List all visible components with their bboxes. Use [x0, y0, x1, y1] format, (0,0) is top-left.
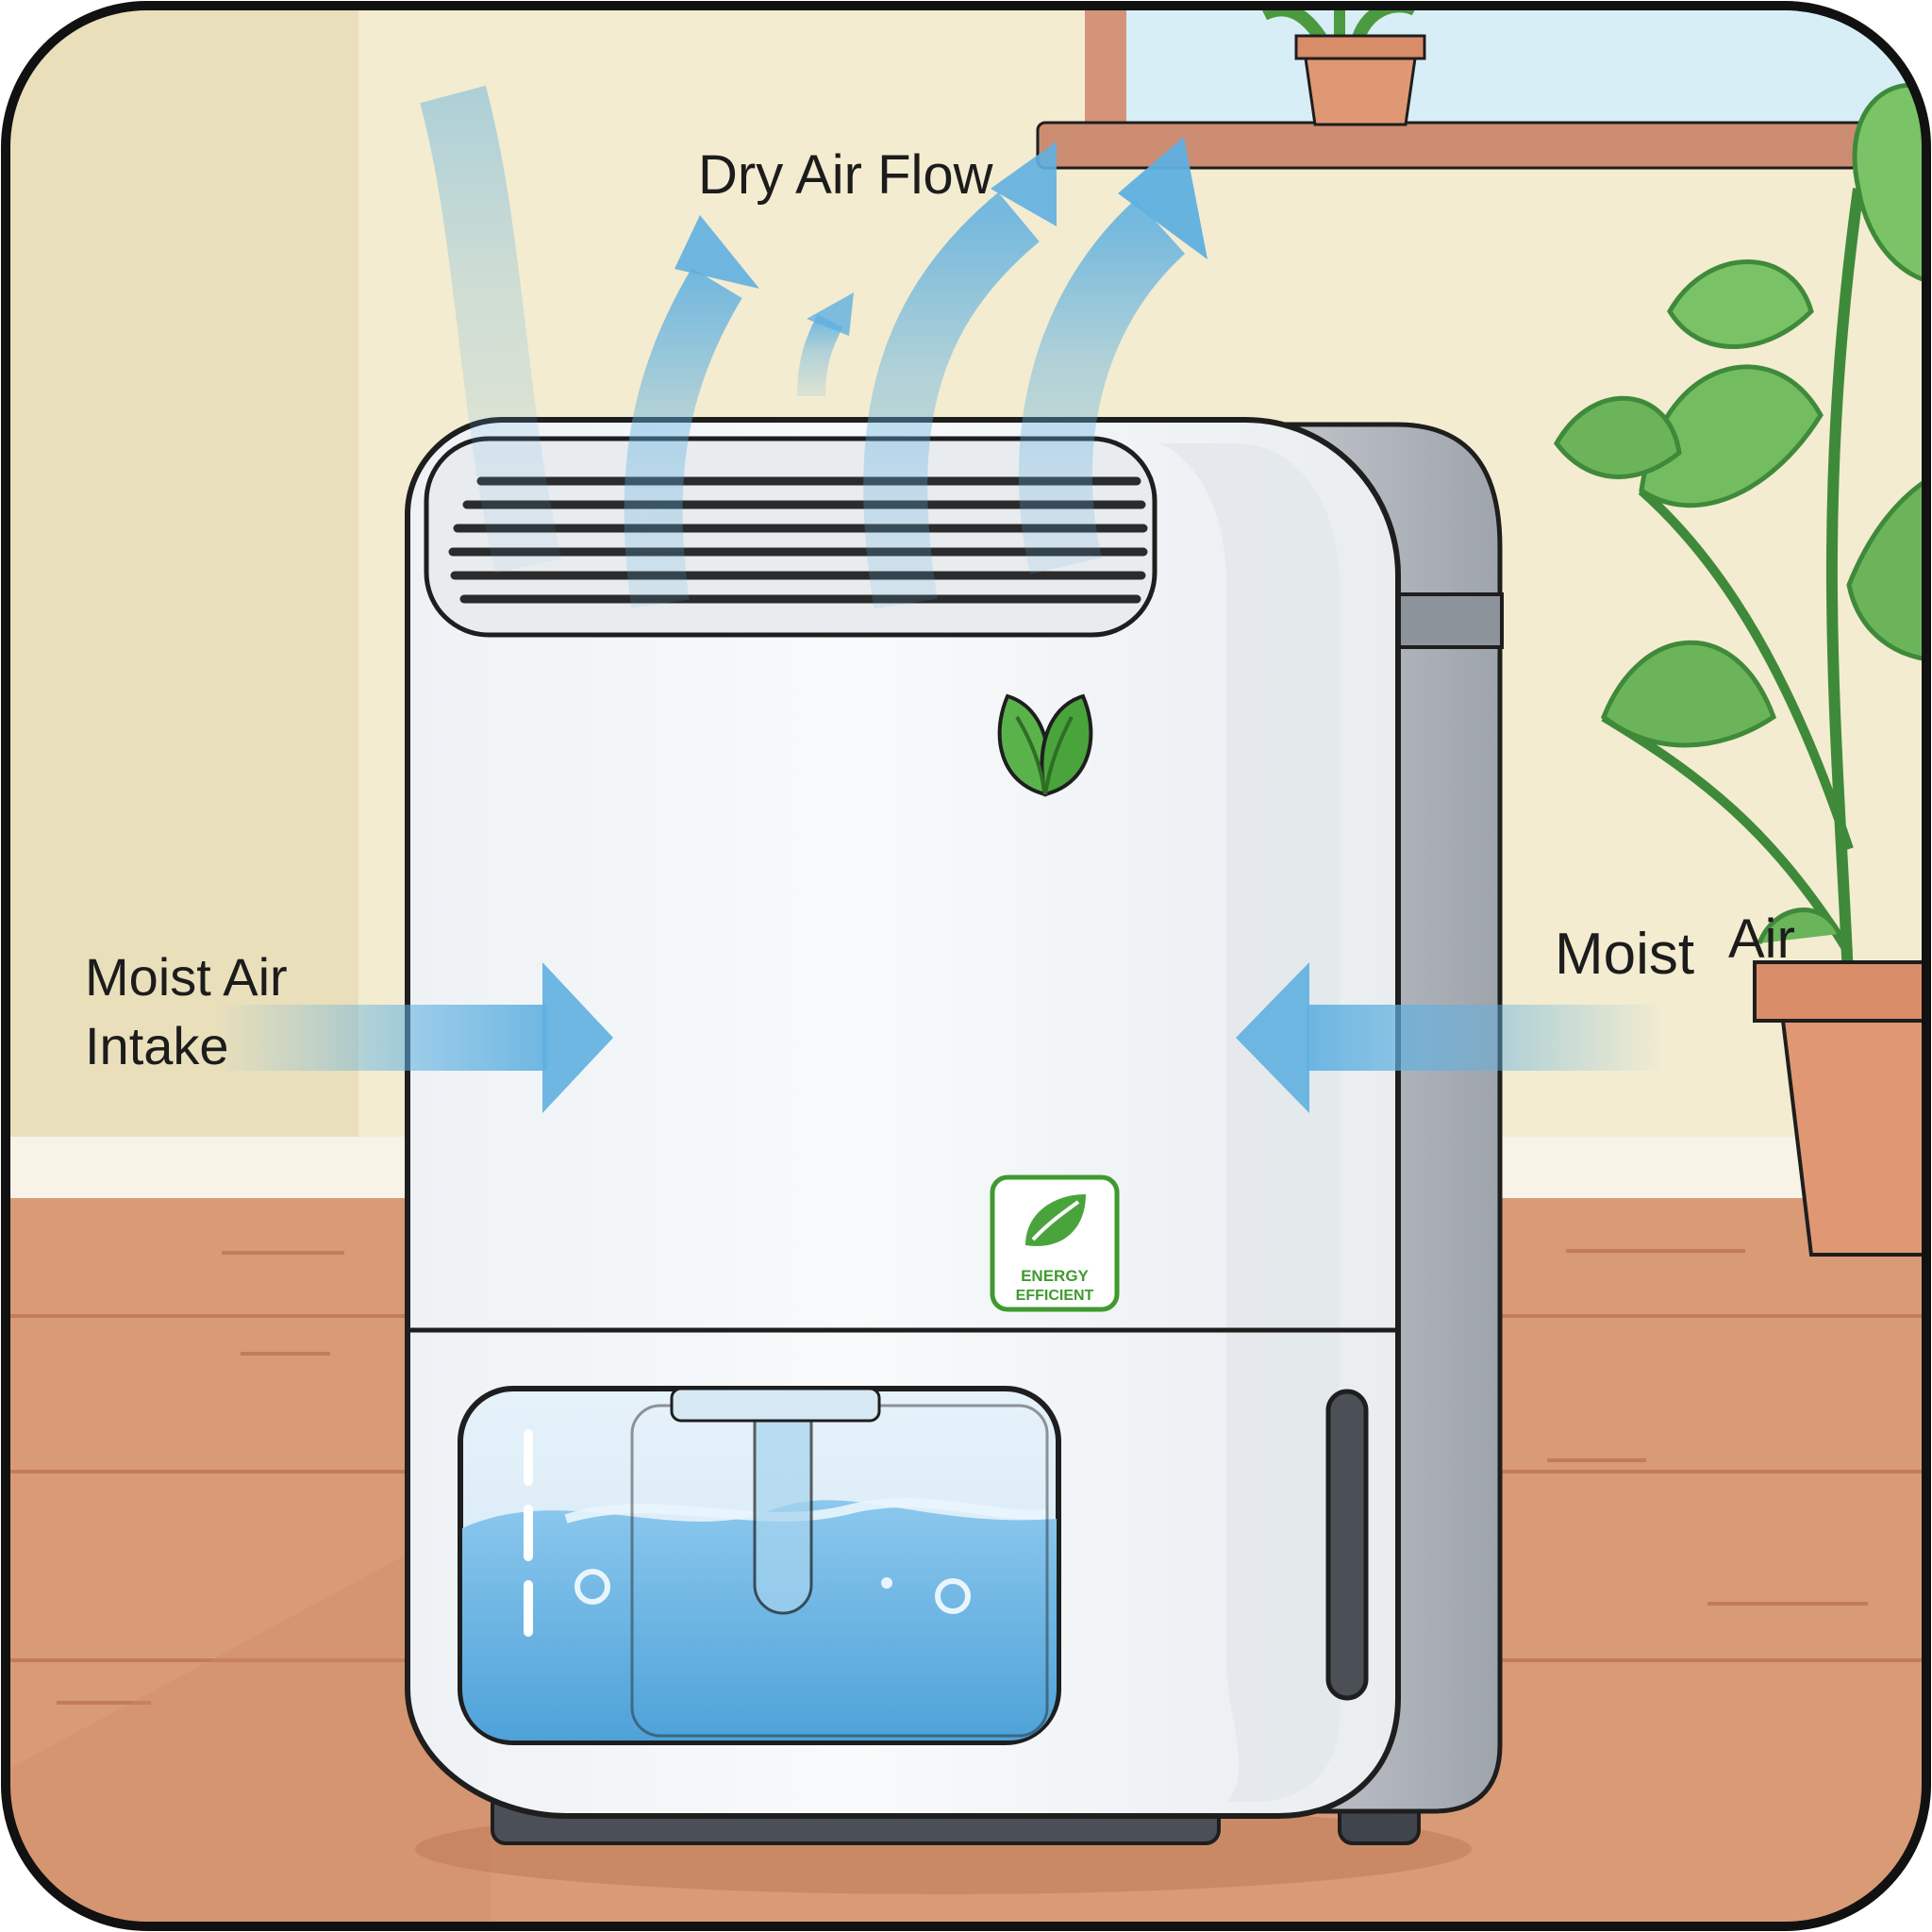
energy-efficient-badge: ENERGY EFFICIENT: [990, 1174, 1120, 1312]
moist-air-intake-arrow-left: [217, 962, 613, 1113]
dry-air-arrow-2: [797, 292, 854, 397]
tank-water: [462, 1500, 1057, 1740]
leaf-icon: [1025, 1194, 1086, 1246]
moist-air-intake-label-line1: Moist Air: [85, 947, 288, 1007]
unit-body-highlight: [1160, 443, 1340, 1802]
window: [1085, 6, 1926, 142]
moist-air-right-label-part2: Air: [1728, 908, 1795, 970]
dry-air-flow-label: Dry Air Flow: [698, 144, 994, 206]
floor-shadow: [6, 1509, 491, 1926]
leaf-icon: [997, 693, 1093, 797]
moist-air-right-label-part1: Moist: [1555, 922, 1694, 987]
water-level-window: [1325, 1389, 1369, 1701]
side-panel-band: [1396, 592, 1504, 649]
window-frame: [1085, 6, 1126, 142]
dry-air-arrow-4: [1018, 137, 1208, 575]
badge-line1: ENERGY: [1021, 1267, 1089, 1285]
potted-plant: [1554, 82, 1926, 1257]
dry-air-arrow-1: [624, 215, 759, 608]
badge-line2: EFFICIENT: [1016, 1288, 1094, 1304]
wall-shadow: [6, 6, 358, 1151]
dry-air-arrow-3: [863, 142, 1057, 609]
moist-air-intake-arrow-right: [1236, 962, 1665, 1113]
moist-air-intake-label-line2: Intake: [85, 1016, 229, 1075]
shelf: [1036, 121, 1926, 170]
water-tank: [458, 1386, 1061, 1745]
top-vent: [424, 436, 1158, 638]
dry-air-flow-arrows: [420, 85, 1208, 609]
